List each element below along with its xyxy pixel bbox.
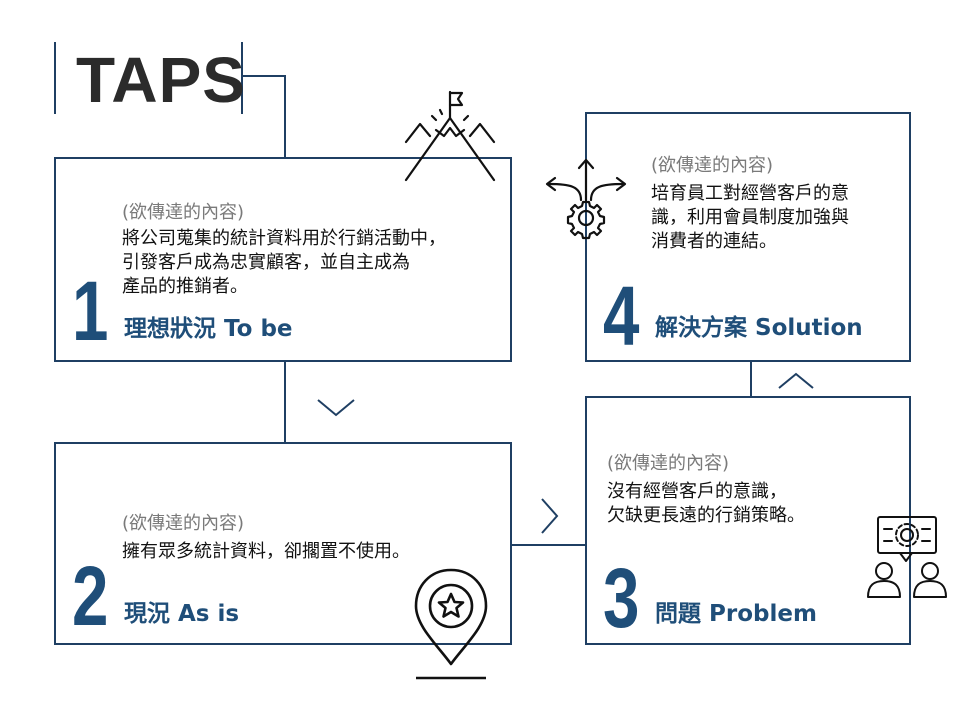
step-3-heading: 問題 Problem — [655, 601, 817, 627]
location-star-icon — [414, 568, 488, 680]
mountain-flag-icon — [404, 90, 496, 182]
title-bar-right — [241, 42, 243, 114]
people-discussion-gear-icon — [867, 516, 947, 598]
step-3-line-2: 欠缺更長遠的行銷策略。 — [607, 505, 805, 526]
step-4-number: 4 — [603, 269, 640, 363]
page-title: TAPS — [76, 44, 246, 116]
connector-title-v — [284, 75, 286, 159]
step-2-line-1: 擁有眾多統計資料，卻擱置不使用。 — [122, 541, 410, 562]
connector-2-3 — [511, 544, 587, 546]
connector-title-h — [243, 75, 286, 77]
step-box-1: (欲傳達的內容) 將公司蒐集的統計資料用於行銷活動中， 引發客戶成為忠實顧客，並… — [54, 157, 512, 362]
step-2-subtitle: (欲傳達的內容) — [122, 513, 245, 534]
step-1-line-1: 將公司蒐集的統計資料用於行銷活動中， — [122, 228, 446, 249]
connector-1-2 — [284, 360, 286, 444]
step-1-heading: 理想狀況 To be — [124, 316, 293, 342]
step-1-number: 1 — [72, 264, 109, 358]
step-1-subtitle: (欲傳達的內容) — [122, 202, 245, 223]
chevron-down-icon — [317, 399, 355, 417]
step-2-number: 2 — [72, 549, 109, 643]
step-4-line-1: 培育員工對經營客戶的意 — [651, 183, 849, 204]
step-4-line-3: 消費者的連結。 — [651, 231, 777, 252]
step-4-subtitle: (欲傳達的內容) — [651, 155, 774, 176]
step-4-line-2: 識，利用會員制度加強與 — [651, 207, 849, 228]
step-1-line-3: 產品的推銷者。 — [122, 276, 248, 297]
chevron-right-icon — [541, 498, 559, 534]
connector-3-4 — [750, 360, 752, 398]
step-box-2: (欲傳達的內容) 擁有眾多統計資料，卻擱置不使用。 2 現況 As is — [54, 442, 512, 645]
step-box-3: (欲傳達的內容) 沒有經營客戶的意識， 欠缺更長遠的行銷策略。 3 問題 Pro… — [585, 396, 911, 645]
title-bar-left — [54, 42, 56, 114]
step-box-4: (欲傳達的內容) 培育員工對經營客戶的意 識，利用會員制度加強與 消費者的連結。… — [585, 112, 911, 362]
step-3-line-1: 沒有經營客戶的意識， — [607, 481, 787, 502]
chevron-up-icon — [778, 372, 814, 389]
step-3-number: 3 — [603, 551, 640, 645]
step-3-subtitle: (欲傳達的內容) — [607, 453, 730, 474]
step-2-heading: 現況 As is — [124, 601, 240, 627]
step-4-heading: 解決方案 Solution — [655, 315, 863, 341]
step-1-line-2: 引發客戶成為忠實顧客，並自主成為 — [122, 252, 410, 273]
arrows-gear-icon — [545, 158, 627, 240]
